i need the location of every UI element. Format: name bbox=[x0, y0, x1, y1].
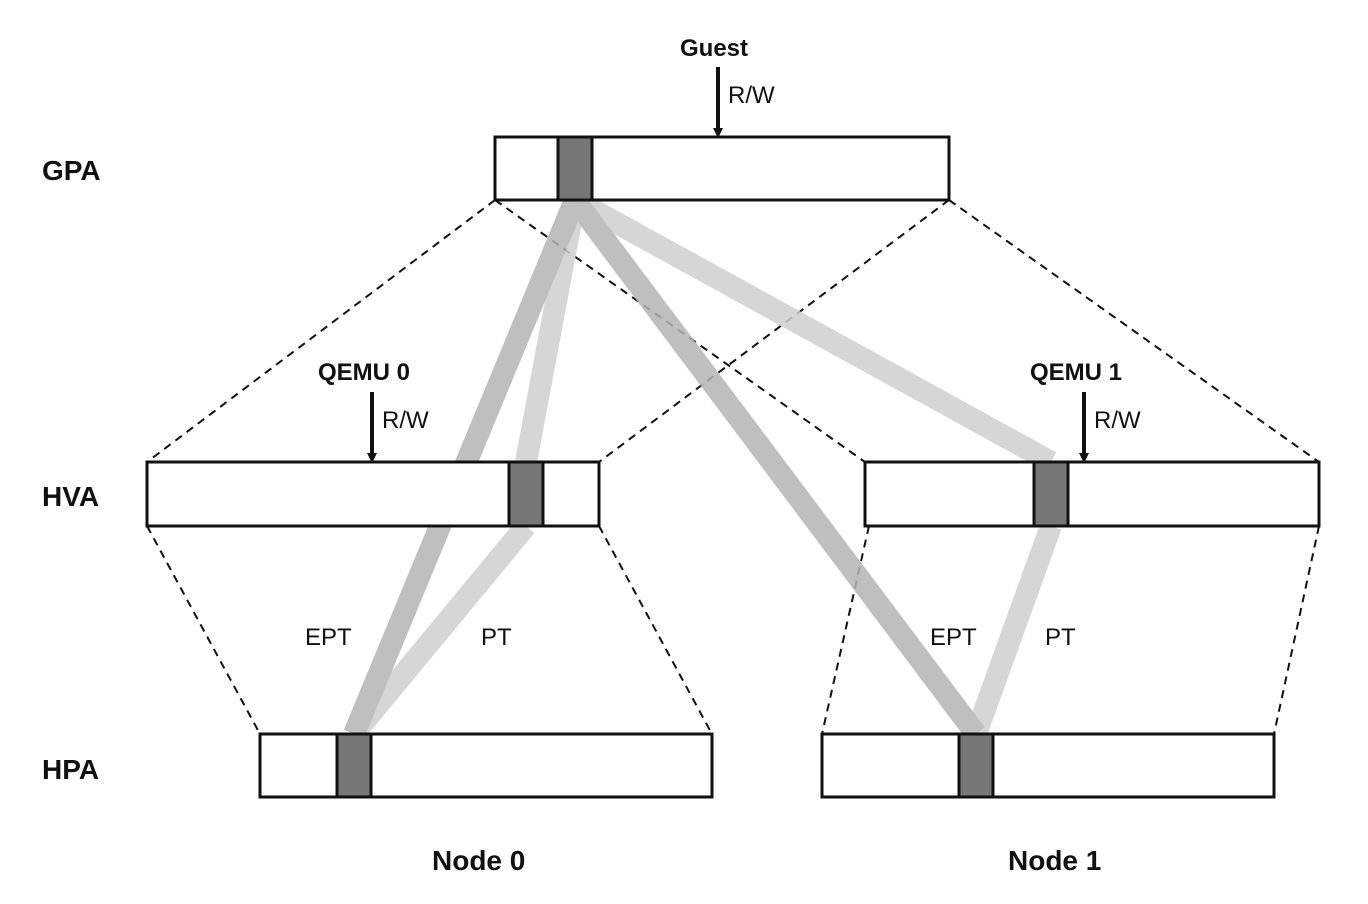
hva1-page-block bbox=[1032, 460, 1070, 528]
gpa-page-block bbox=[556, 135, 594, 202]
hva0-to-hpa0-left bbox=[146, 525, 261, 735]
pt-label-node1: PT bbox=[1045, 624, 1076, 651]
hva1-to-hpa1-right bbox=[1273, 525, 1320, 735]
qemu1-label: QEMU 1 bbox=[1030, 359, 1122, 386]
pt-band-hva0-to-hpa0 bbox=[345, 518, 535, 742]
hpa-label: HPA bbox=[42, 754, 99, 785]
ept-label-node0: EPT bbox=[305, 624, 352, 651]
hpa1-page-block bbox=[957, 732, 995, 799]
pt-band-gpa-to-hva1 bbox=[569, 190, 1057, 472]
hva1-memory-bar bbox=[863, 460, 1321, 528]
gpa-to-hva0-left bbox=[146, 199, 496, 463]
pt-label-node0: PT bbox=[481, 624, 512, 651]
gpa-label: GPA bbox=[42, 155, 101, 186]
gpa-to-hva1-right bbox=[948, 199, 1320, 463]
hpa0-page-block bbox=[335, 732, 373, 799]
gpa-to-hva0-right bbox=[598, 199, 950, 463]
guest-label: Guest bbox=[680, 35, 748, 62]
hva0-to-hpa0-right bbox=[598, 525, 713, 735]
hpa0-memory-bar bbox=[258, 732, 714, 799]
guest-rw-label: R/W bbox=[728, 82, 775, 109]
pt-band-hva1-to-hpa1 bbox=[965, 522, 1062, 738]
qemu1-rw-label: R/W bbox=[1094, 407, 1141, 434]
hpa1-memory-bar bbox=[820, 732, 1276, 799]
node1-label: Node 1 bbox=[1008, 845, 1101, 876]
qemu0-label: QEMU 0 bbox=[318, 359, 410, 386]
hva-label: HVA bbox=[42, 481, 99, 512]
hva1-to-hpa1-left bbox=[821, 525, 870, 735]
node0-label: Node 0 bbox=[432, 845, 525, 876]
qemu0-rw-label: R/W bbox=[382, 407, 429, 434]
ept-band-gpa-to-hpa1 bbox=[566, 193, 985, 741]
hva0-page-block bbox=[507, 460, 545, 528]
ept-label-node1: EPT bbox=[930, 624, 977, 651]
